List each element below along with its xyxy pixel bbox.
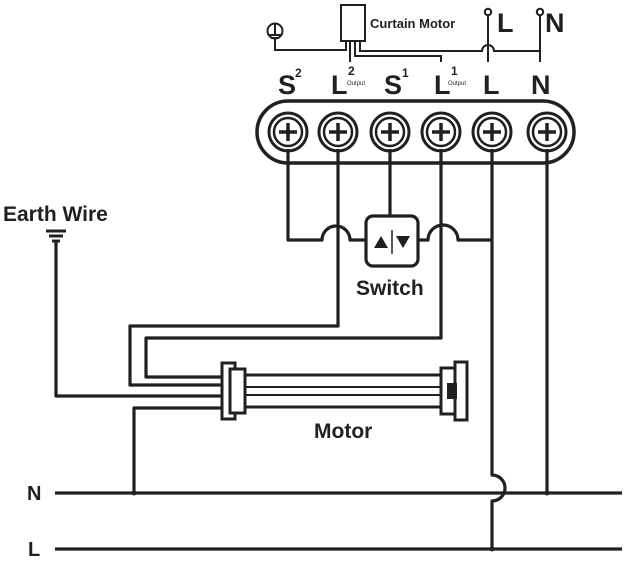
earth-ground-icon [266,22,284,40]
terminal-sup: 1 [402,66,409,80]
terminal-main: L [331,70,348,100]
junction-dot [131,490,137,496]
rocker-switch [364,214,420,268]
neutral-rail-label: N [27,483,41,505]
terminal-screw-l-icon [471,111,513,153]
terminal-screw-l1-icon [420,111,462,153]
wire-motor-neutral [132,406,222,493]
terminal-main: L [483,70,500,100]
wire-l2-to-motor [128,149,340,387]
wire-switch-to-l [418,223,492,242]
terminal-label-s2: S 2 [278,66,302,100]
earth-wire-ground-icon [46,229,66,243]
wire-s2-to-switch [286,149,366,242]
tubular-motor [220,360,469,422]
terminal-sub: Output [347,81,365,87]
live-rail-label: L [28,539,40,561]
terminal-sup: 2 [348,64,355,78]
curtain-motor-box [340,4,366,42]
terminal-main: S [278,70,296,100]
wire-l1-to-motor [144,149,443,379]
earth-lead-wire [274,39,347,51]
terminal-main: L [434,70,451,100]
terminal-main: N [531,70,551,100]
wire-l-terminal-down [490,149,507,549]
terminal-label-l2: L 2 Output [331,64,365,100]
junction-dot [544,490,550,496]
supply-n-label: N [545,8,565,38]
terminal-screw-n-icon [526,111,568,153]
terminal-main: S [384,70,402,100]
junction-dot [489,546,495,552]
terminal-screw-s1-icon [369,111,411,153]
switch-up-arrow-icon [374,236,388,248]
terminal-sup: 2 [295,66,302,80]
curtain-lead-3 [359,41,540,52]
terminal-sub: Output [448,81,466,87]
terminal-sup: 1 [451,64,458,78]
terminal-label-n: N [531,70,551,100]
curtain-motor-label: Curtain Motor [370,16,455,31]
switch-label: Switch [356,277,424,300]
motor-label: Motor [314,420,372,443]
earth-wire-label: Earth Wire [3,203,108,226]
supply-l-label: L [497,8,514,38]
supply-n-dot [535,7,545,17]
earth-wire [54,241,222,398]
curtain-lead-2 [354,41,442,62]
terminal-screws [267,111,568,153]
terminal-label-s1: S 1 [384,66,409,100]
supply-l-dot [483,7,493,17]
terminal-label-l: L [483,70,500,100]
terminal-screw-s2-icon [267,111,309,153]
terminal-screw-l2-icon [317,111,359,153]
switch-down-arrow-icon [396,236,410,248]
terminal-label-l1: L 1 Output [434,64,466,100]
